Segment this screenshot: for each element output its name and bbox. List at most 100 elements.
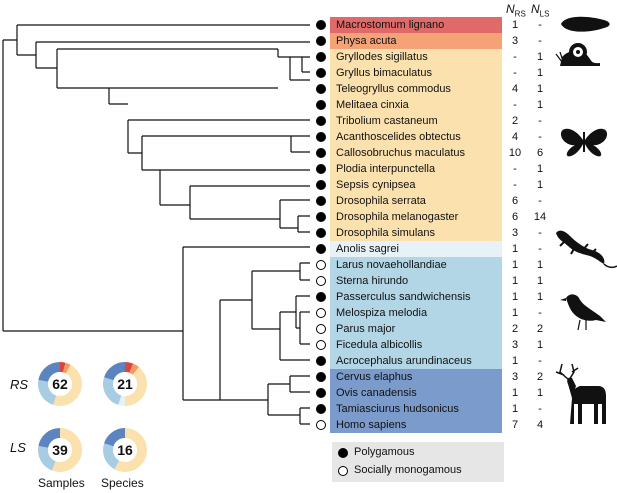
clade-band [330, 65, 502, 81]
donut-hole [48, 372, 72, 396]
donut-hole [113, 438, 137, 462]
nrs-value: 1 [511, 275, 519, 287]
nrs-value: 4 [511, 131, 519, 143]
species-name: Callosobruchus maculatus [336, 147, 466, 159]
nls-value: 4 [536, 419, 544, 431]
donut-segment [38, 428, 60, 448]
nrs-value: 7 [511, 419, 519, 431]
nrs-value: 1 [511, 403, 519, 415]
nrs-value: 1 [511, 291, 519, 303]
nls-value: 1 [536, 387, 544, 399]
clade-band [330, 241, 502, 257]
rs-row-label: RS [10, 377, 29, 392]
polygamous-marker [316, 100, 326, 110]
clade-band [330, 145, 502, 161]
nrs-value: 3 [511, 339, 519, 351]
nls-value: 1 [536, 163, 544, 175]
lizard-icon [556, 230, 617, 269]
species-name: Gryllus bimaculatus [336, 67, 432, 79]
species-name: Larus novaehollandiae [336, 259, 447, 271]
species-name: Ficedula albicollis [336, 339, 423, 351]
polygamous-marker [316, 228, 326, 238]
donut-segment [104, 362, 125, 381]
nls-value: - [538, 403, 542, 415]
nrs-value: 2 [511, 115, 519, 127]
nls-value: 1 [536, 67, 544, 79]
clade-band [330, 321, 502, 337]
species-name: Drosophila simulans [336, 227, 436, 239]
polygamous-marker [316, 116, 326, 126]
ls-species-count: 16 [117, 442, 133, 458]
species-name: Acrocephalus arundinaceus [336, 355, 472, 367]
monogamous-marker [316, 276, 326, 286]
clade-band [330, 193, 502, 209]
filled-circle-icon [338, 448, 348, 458]
nls-value: 1 [536, 99, 544, 111]
clade-band [330, 97, 502, 113]
clade-band [330, 177, 502, 193]
clade-band [330, 17, 502, 33]
polygamous-marker [316, 244, 326, 254]
clade-band [330, 225, 502, 241]
species-name: Macrostomum lignano [336, 19, 445, 31]
clade-band [330, 337, 502, 353]
donut-segment [129, 363, 140, 375]
nrs-value: - [513, 67, 517, 79]
clade-band [330, 209, 502, 225]
nrs-value: - [513, 99, 517, 111]
species-name: Cervus elaphus [336, 371, 413, 383]
nrs-value: 3 [511, 371, 519, 383]
species-name: Sterna hirundo [336, 275, 409, 287]
flatworm-icon [561, 16, 610, 32]
nls-value: - [538, 19, 542, 31]
ls-row-label: LS [10, 440, 26, 455]
nrs-value: 4 [511, 83, 519, 95]
species-name: Teleogryllus commodus [336, 83, 451, 95]
donut-segment [118, 395, 125, 406]
legend-monogamous-label: Socially monogamous [354, 464, 462, 476]
species-name: Physa acuta [336, 35, 397, 47]
species-name: Melospiza melodia [336, 307, 428, 319]
nls-value: 6 [536, 147, 544, 159]
polygamous-marker [316, 20, 326, 30]
clade-band [330, 289, 502, 305]
samples-column-label: Samples [38, 476, 85, 490]
clade-band [330, 305, 502, 321]
clade-band [330, 81, 502, 97]
nls-value: 1 [536, 51, 544, 63]
nrs-value: 1 [511, 387, 519, 399]
nls-value: - [538, 195, 542, 207]
clade-band [330, 49, 502, 65]
donut-segment [104, 428, 125, 447]
polygamous-marker [316, 36, 326, 46]
species-name: Tribolium castaneum [336, 115, 438, 127]
nls-value: - [538, 35, 542, 47]
clade-band [330, 417, 502, 433]
clade-band [330, 257, 502, 273]
nls-value: 1 [536, 259, 544, 271]
ls-samples-count: 39 [52, 442, 68, 458]
nls-value: 1 [536, 83, 544, 95]
nrs-value: 6 [511, 211, 519, 223]
donut-segment [114, 428, 148, 473]
donut-hole [113, 372, 137, 396]
polygamous-marker [316, 292, 326, 302]
nrs-value: - [513, 179, 517, 191]
species-name: Plodia interpunctella [336, 163, 436, 175]
nls-value: - [538, 227, 542, 239]
nrs-value: 10 [508, 147, 522, 159]
species-name: Passerculus sandwichensis [336, 291, 471, 303]
polygamous-marker [316, 148, 326, 158]
species-name: Sepsis cynipsea [336, 179, 416, 191]
nrs-value: 1 [511, 19, 519, 31]
nrs-value: 3 [511, 227, 519, 239]
polygamous-marker [316, 68, 326, 78]
nls-value: - [538, 307, 542, 319]
nls-value: - [538, 115, 542, 127]
species-name: Parus major [336, 323, 396, 335]
donut-segment [125, 362, 134, 373]
clade-band [330, 401, 502, 417]
species-name: Tamiasciurus hudsonicus [336, 403, 459, 415]
polygamous-marker [316, 404, 326, 414]
